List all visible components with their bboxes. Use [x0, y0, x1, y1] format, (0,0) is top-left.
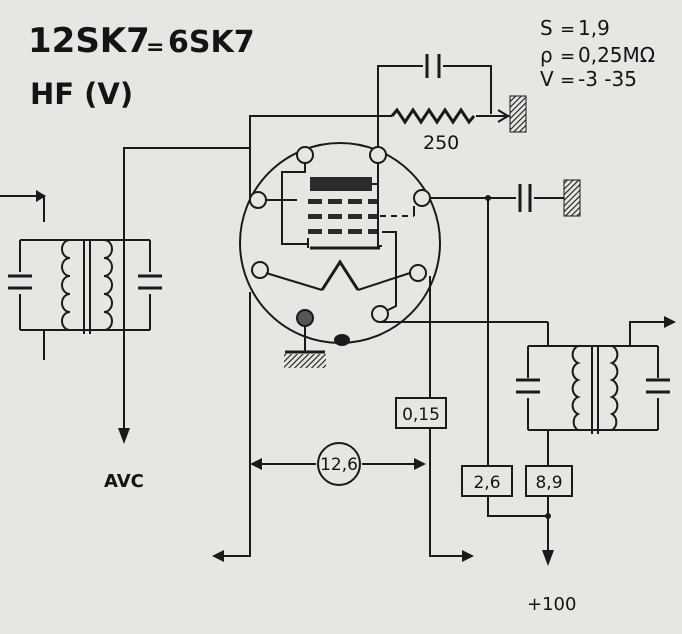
- pin-3: [249, 191, 267, 209]
- tube-key: [334, 334, 350, 346]
- spec-value-v: -3 -35: [578, 67, 637, 91]
- supply-label: +100: [527, 594, 576, 615]
- ground-icon: [284, 354, 326, 368]
- grid-electrodes: [308, 199, 378, 234]
- capacitor-icon: [518, 184, 532, 212]
- spec-eq-rho: =: [560, 46, 575, 67]
- avc-arrow-icon: [118, 428, 130, 444]
- resistor-icon: [390, 107, 476, 125]
- output-capacitor-left: [516, 378, 540, 394]
- input-capacitor-left: [8, 274, 32, 290]
- pin-5: [251, 261, 269, 279]
- spec-value-s: 1,9: [578, 16, 610, 40]
- ground-icon: [509, 95, 527, 133]
- avc-label: AVC: [104, 471, 144, 492]
- cathode-current-label: 0,15: [402, 405, 440, 425]
- screen-current-box: [461, 465, 513, 497]
- pin-8-grounded: [296, 309, 314, 327]
- spec-symbol-s: S: [540, 16, 553, 40]
- pin-6: [409, 264, 427, 282]
- pin-4: [413, 189, 431, 207]
- input-capacitor-right: [138, 274, 162, 290]
- heater-voltage-label: 12,6: [320, 455, 358, 475]
- tube-name: 12SK7: [28, 21, 150, 61]
- spec-eq-s: =: [560, 19, 575, 40]
- spec-symbol-rho: ρ: [540, 43, 553, 67]
- spec-eq-v: =: [560, 70, 575, 91]
- tube-envelope: [239, 142, 441, 344]
- equivalent-tube-name: 6SK7: [168, 25, 255, 60]
- pin-2: [369, 146, 387, 164]
- resistor-label: 250: [423, 132, 459, 154]
- heater-filament: [320, 259, 360, 291]
- cathode-current-box: [395, 397, 447, 429]
- input-secondary-coil: [103, 239, 113, 331]
- plate-current-label: 8,9: [535, 473, 562, 493]
- plate-current-box: [525, 465, 573, 497]
- output-primary-coil: [571, 345, 581, 431]
- output-arrow-icon: [629, 321, 672, 346]
- specs-block: S = 1,9 ρ = 0,25MΩ V = -3 -35: [540, 16, 655, 91]
- plate-electrode: [310, 177, 372, 191]
- tube-pins: [249, 146, 431, 323]
- capacitor-icon: [425, 54, 441, 78]
- screen-current-label: 2,6: [473, 473, 500, 493]
- inductor-icon: [609, 345, 619, 431]
- equals-sign: =: [146, 35, 164, 60]
- pin-1: [296, 146, 314, 164]
- inductor-icon: [61, 239, 71, 331]
- tube-function: HF (V): [30, 77, 133, 111]
- pin-7: [371, 305, 389, 323]
- spec-symbol-v: V: [540, 67, 554, 91]
- heater-voltage-circle: [317, 442, 361, 486]
- spec-value-rho: 0,25MΩ: [578, 43, 655, 67]
- output-capacitor-right: [646, 378, 670, 394]
- ground-icon: [563, 179, 581, 217]
